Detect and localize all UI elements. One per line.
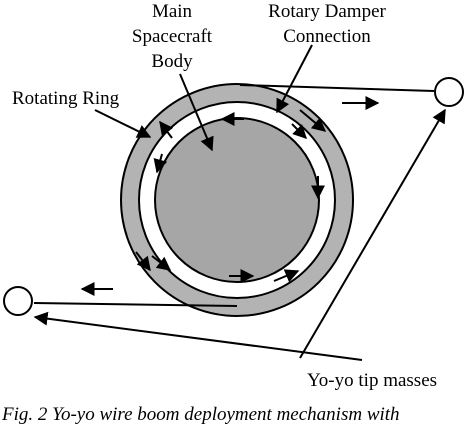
body-pointer-arrow [179,73,214,152]
main-body-label-line3: Body [151,51,193,72]
upper-wire [239,84,435,92]
ring-rotation-arrow [299,109,327,132]
main-body-label-line2: Spacecraft [132,26,213,47]
tip-pointer-lower [33,311,363,361]
damper-label-line1: Rotary Damper [268,1,386,22]
figure-caption: Fig. 2 Yo-yo wire boom deployment mechan… [1,404,400,424]
ring-rotation-arrow [273,269,300,283]
lower-tip-mass [3,286,33,316]
ring-rotation-arrow [135,251,151,272]
main-spacecraft-body [154,117,320,283]
ring-pointer-arrow [94,109,152,138]
damper-pointer-arrow [276,44,313,114]
tip-masses-label: Yo-yo tip masses [307,370,437,391]
tip-pointer-upper [299,108,446,359]
ring-rotation-arrow [159,120,174,139]
ring-label: Rotating Ring [12,88,120,109]
damper-arrow [151,255,172,271]
damper-label-line2: Connection [283,26,371,47]
damper-arrow [291,123,307,139]
upper-tip-mass [434,77,464,107]
lower-wire [33,302,238,307]
damper-arrow [153,153,168,174]
main-body-label-line1: Main [152,1,193,22]
